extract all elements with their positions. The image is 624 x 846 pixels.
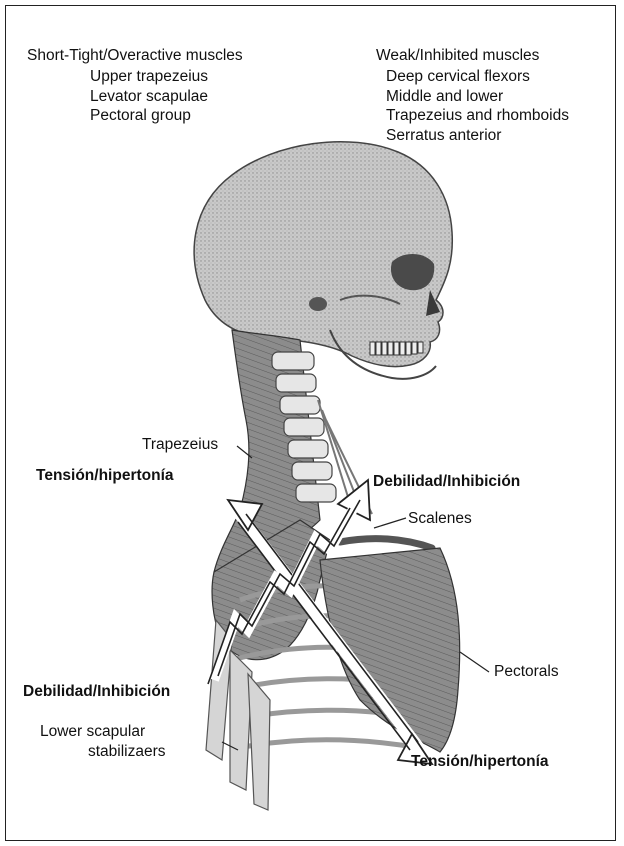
clavicle-icon <box>340 539 432 548</box>
trapezeius-label: Trapezeius <box>142 435 218 455</box>
skull-icon <box>194 142 452 379</box>
lower-scapular-label: Lower scapular <box>40 722 145 742</box>
weakness-label-left: Debilidad/Inhibición <box>23 682 170 702</box>
tension-label-bottom: Tensión/hipertonía <box>411 752 549 772</box>
weakness-label-right: Debilidad/Inhibición <box>373 472 520 492</box>
scalenes-label: Scalenes <box>408 509 472 529</box>
tension-label-left: Tensión/hipertonía <box>36 466 174 486</box>
pectorals-label: Pectorals <box>494 662 559 682</box>
stabilizers-label: stabilizaers <box>88 742 166 762</box>
